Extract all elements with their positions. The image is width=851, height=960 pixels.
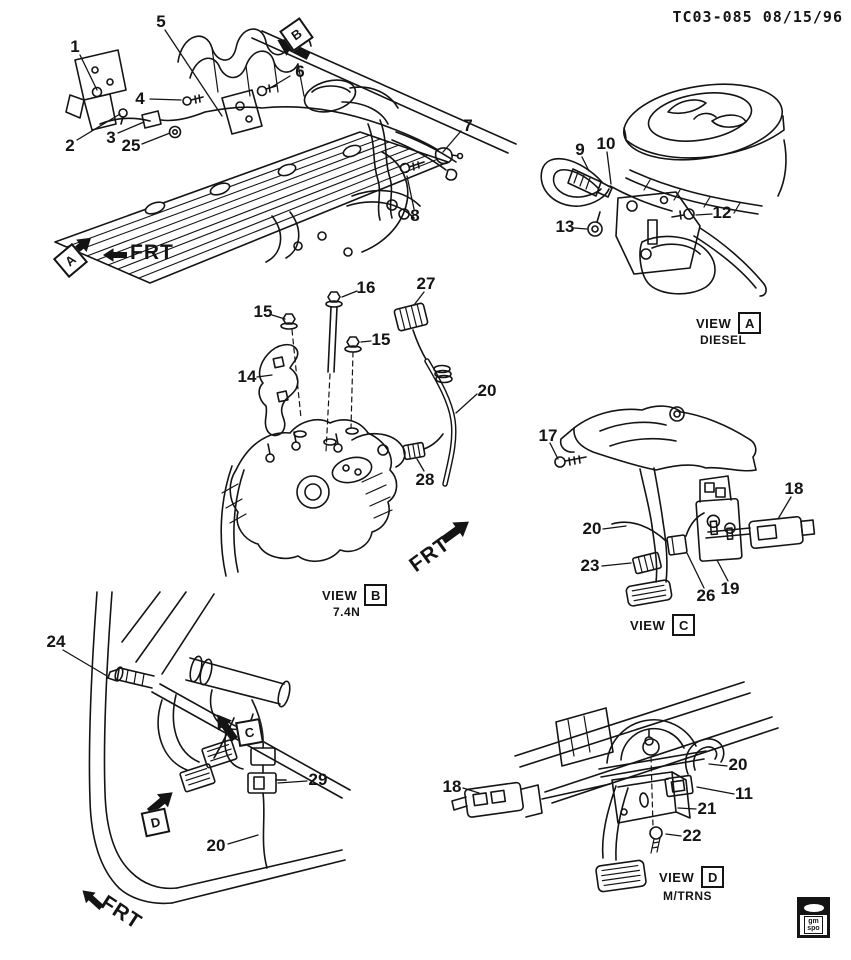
callout-29: 29 <box>308 770 328 789</box>
callout-23: 23 <box>580 556 600 575</box>
callout-22: 22 <box>682 826 702 845</box>
leader-lines-view-a <box>573 151 713 230</box>
callout-15-right: 15 <box>371 330 391 349</box>
callout-20-view-b: 20 <box>477 381 497 400</box>
gm-spo-logo-line1: gm <box>808 918 819 925</box>
view-c-word: VIEW <box>630 617 666 633</box>
callout-11: 11 <box>735 784 753 803</box>
callout-1: 1 <box>70 37 80 56</box>
gm-spo-logo-text: gm spo <box>804 916 823 934</box>
view-c-letterbox: C <box>672 614 696 636</box>
leader-lines-view-b <box>256 290 478 472</box>
frt-arrow-view-b-icon <box>440 521 469 544</box>
leader-lines-cab <box>62 649 308 845</box>
view-b-word: VIEW <box>322 587 358 603</box>
callout-14: 14 <box>237 367 257 386</box>
callout-24: 24 <box>46 632 66 651</box>
view-a-letterbox: A <box>738 312 762 334</box>
callout-13: 13 <box>555 217 575 236</box>
view-a-label: VIEW A <box>696 312 762 334</box>
engine-top-view-art <box>54 28 517 284</box>
view-d-label: VIEW D <box>659 866 725 888</box>
marker-c: C <box>235 718 264 747</box>
gm-spo-logo-bottom: gm spo <box>800 915 827 935</box>
callout-12: 12 <box>712 203 732 222</box>
document-code: TC03-085 08/15/96 <box>672 8 843 26</box>
gm-spo-logo-oval-icon <box>803 903 824 912</box>
callout-8: 8 <box>410 206 420 225</box>
callout-10: 10 <box>596 134 616 153</box>
callout-21: 21 <box>697 799 717 818</box>
callout-6: 6 <box>295 62 305 81</box>
view-d-sublabel: M/TRNS <box>663 889 712 903</box>
callout-19: 19 <box>720 579 740 598</box>
view-d-mtrns-art <box>451 681 779 893</box>
view-b-sublabel: 7.4N <box>333 605 361 619</box>
callout-20-view-d: 20 <box>728 755 748 774</box>
callout-20-view-c: 20 <box>582 519 602 538</box>
callout-18-view-d: 18 <box>442 777 462 796</box>
callout-28: 28 <box>415 470 435 489</box>
callout-15-left: 15 <box>253 302 273 321</box>
frt-label-main: FRT <box>130 241 174 264</box>
callout-17: 17 <box>538 426 558 445</box>
leader-lines-view-c <box>549 442 792 589</box>
callout-26: 26 <box>696 586 716 605</box>
view-a-diesel-art <box>540 83 787 297</box>
view-d-word: VIEW <box>659 869 695 885</box>
callout-5: 5 <box>156 12 166 31</box>
gm-spo-logo-line2: spo <box>807 925 820 932</box>
leader-lines-view-d <box>462 763 735 837</box>
gm-spo-logo-top <box>800 900 827 915</box>
cab-interior-art <box>62 591 351 905</box>
callout-2: 2 <box>65 136 75 155</box>
callout-4: 4 <box>135 89 145 108</box>
view-a-sublabel: DIESEL <box>700 333 747 347</box>
callout-9: 9 <box>575 140 585 159</box>
callout-3: 3 <box>106 128 116 147</box>
view-c-art <box>549 405 816 607</box>
frt-arrow-cab-icon <box>82 890 104 910</box>
view-b-74n-art <box>220 290 478 577</box>
callout-20-cab: 20 <box>206 836 226 855</box>
callout-27: 27 <box>416 274 436 293</box>
view-c-label: VIEW C <box>630 614 696 636</box>
callout-25: 25 <box>121 136 141 155</box>
frt-arrow-main-icon <box>103 248 127 262</box>
view-a-word: VIEW <box>696 315 732 331</box>
view-b-letterbox: B <box>364 584 388 606</box>
view-d-letterbox: D <box>701 866 725 888</box>
leader-lines-main <box>76 29 462 210</box>
callout-7: 7 <box>463 116 473 135</box>
callout-18-view-c: 18 <box>784 479 804 498</box>
callout-16: 16 <box>356 278 376 297</box>
marker-d: D <box>140 807 171 838</box>
gm-spo-logo: gm spo <box>797 897 830 938</box>
view-c-direction-arrow-icon <box>217 714 238 742</box>
view-b-label: VIEW B <box>322 584 388 606</box>
